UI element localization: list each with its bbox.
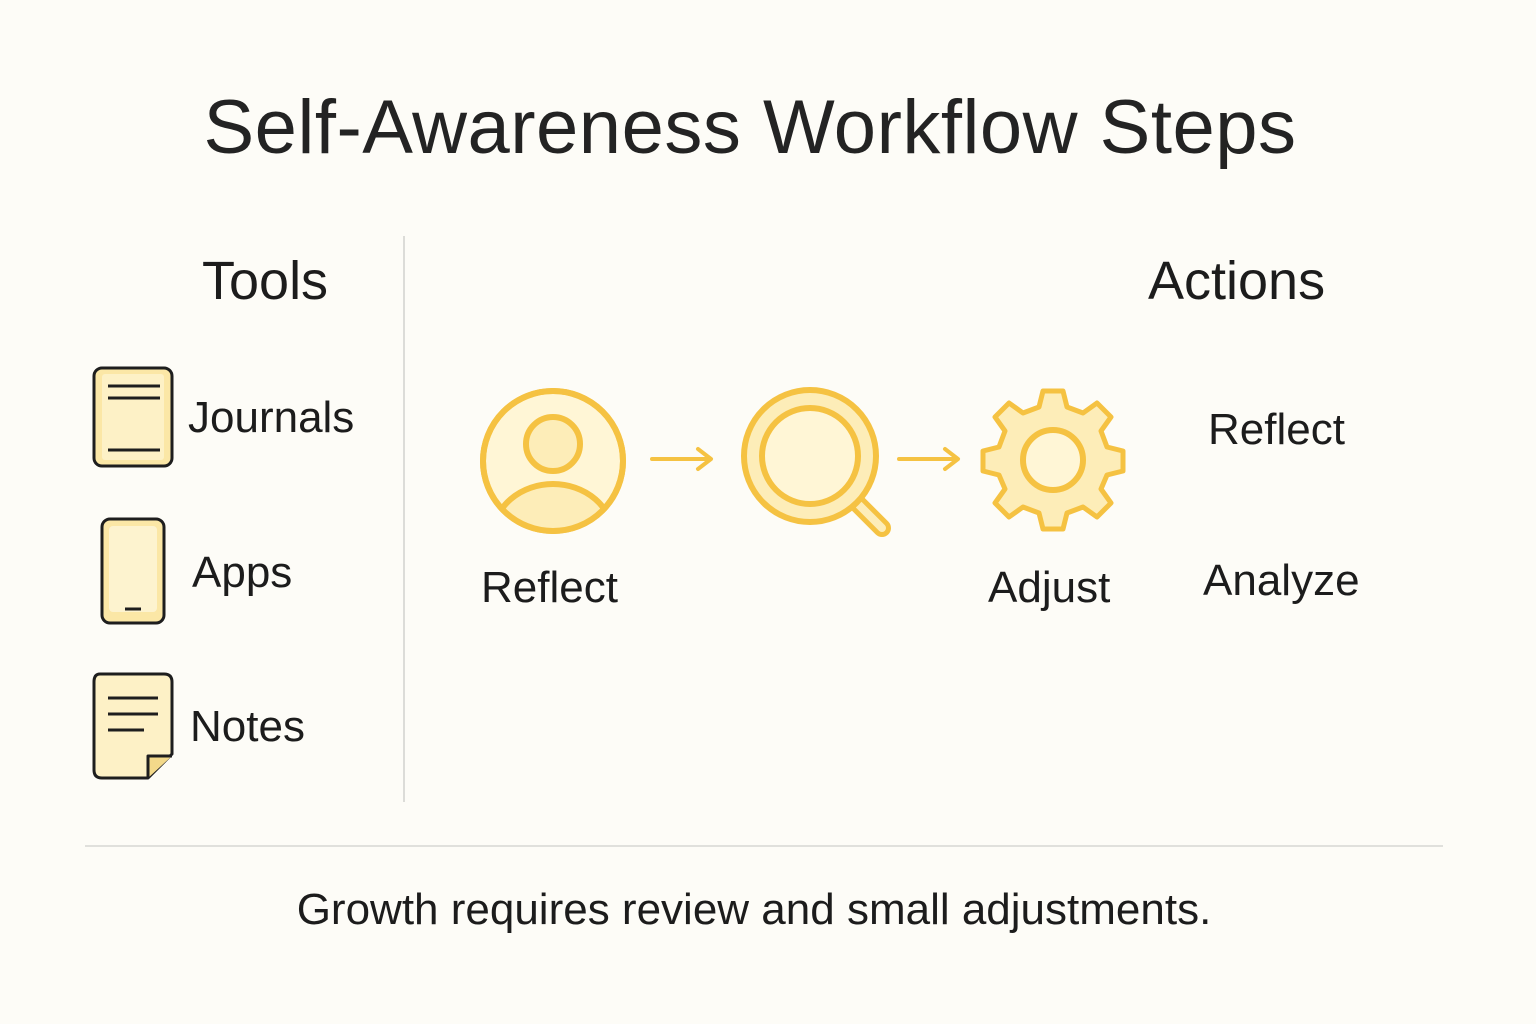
journal-icon [92, 366, 174, 468]
action-item-reflect: Reflect [1208, 405, 1345, 454]
footer-divider [85, 845, 1443, 847]
arrow-right-icon [897, 447, 960, 471]
footer-caption: Growth requires review and small adjustm… [296, 885, 1212, 934]
flow-label-reflect: Reflect [481, 563, 618, 612]
flow-label-adjust: Adjust [988, 563, 1111, 612]
person-icon [480, 388, 626, 534]
page-title: Self-Awareness Workflow Steps [203, 85, 1297, 170]
column-divider [403, 236, 405, 802]
note-icon [92, 672, 174, 780]
gear-icon [980, 388, 1126, 532]
actions-heading: Actions [1148, 251, 1326, 311]
magnifier-icon [741, 387, 891, 537]
tool-label-journals: Journals [188, 393, 355, 442]
tool-label-apps: Apps [192, 548, 293, 597]
tools-heading: Tools [202, 251, 329, 311]
action-item-analyze: Analyze [1203, 556, 1360, 605]
phone-icon [100, 517, 166, 625]
tool-label-notes: Notes [190, 702, 305, 751]
arrow-right-icon [650, 447, 713, 471]
